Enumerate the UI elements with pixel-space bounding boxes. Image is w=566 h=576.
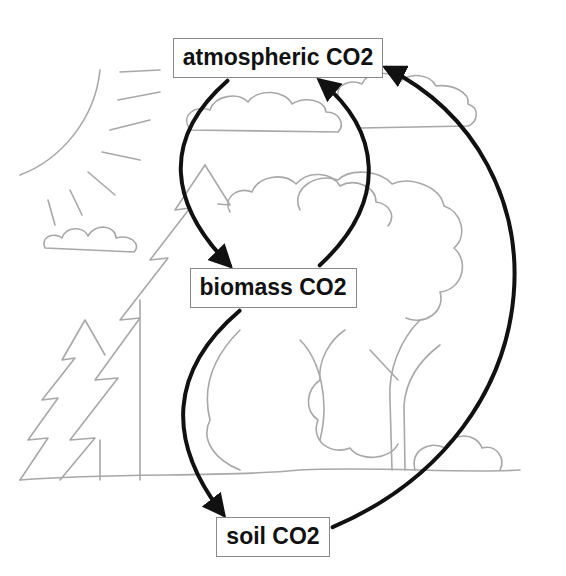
sun-rays [48,70,160,225]
node-label: biomass CO2 [200,274,347,300]
flow-arrow [181,81,230,266]
flow-arrow [333,68,515,527]
fir-trunk [100,300,140,480]
process-box: atmospheric CO2 [173,38,383,77]
fir-tree [20,320,105,480]
flow-arrow [320,81,369,266]
process-box: biomass CO2 [190,268,357,307]
tree-trunk [370,320,440,470]
fir-tree [205,165,230,205]
tree-crown [308,330,398,457]
cloud [44,227,137,252]
node-label: atmospheric CO2 [183,44,373,70]
flow-arrow [183,311,239,515]
ground-line [20,469,520,480]
node-label: soil CO2 [226,523,319,549]
sun-arc [20,70,100,175]
process-box: soil CO2 [216,517,329,556]
tree-outline [207,330,324,470]
